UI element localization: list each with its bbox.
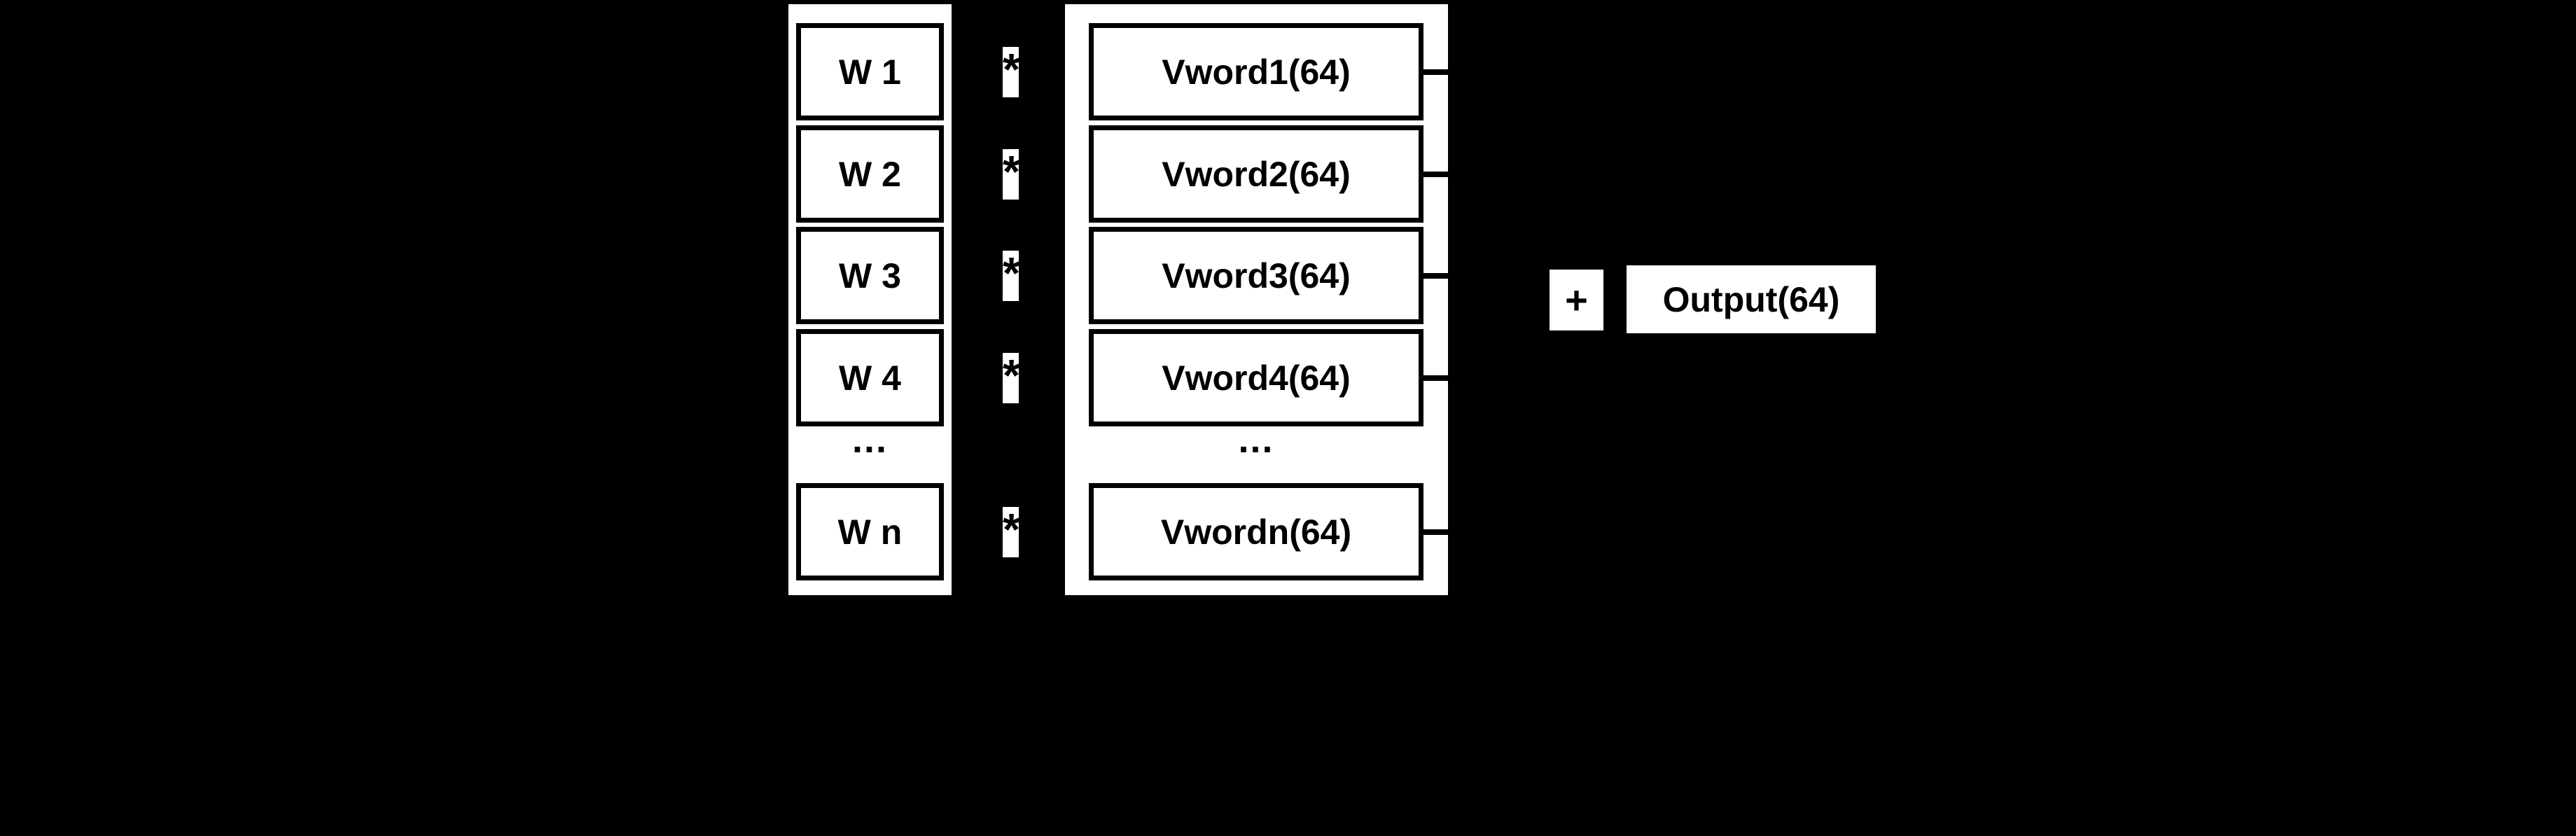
output-box: Output(64) [1627,265,1876,333]
vectors-column: Vword1(64) Vword2(64) Vword3(64) Vword4(… [1065,4,1448,595]
weight-box-3: W 3 [796,227,944,324]
sum-icon: + [1550,270,1603,330]
connector-stub [1423,273,1448,279]
multiply-icon: * [1003,507,1019,557]
weights-column: W 1 W 2 W 3 W 4 ... W n [788,4,952,595]
vector-box-1: Vword1(64) [1089,23,1423,120]
vector-box-3: Vword3(64) [1089,227,1423,324]
vector-box-n: Vwordn(64) [1089,483,1423,580]
weight-box-1: W 1 [796,23,944,120]
weight-box-2: W 2 [796,125,944,223]
multiply-icon: * [1003,251,1019,301]
multiply-icon: * [1003,353,1019,403]
weight-box-4: W 4 [796,329,944,426]
weight-box-n: W n [796,483,944,580]
vector-box-2: Vword2(64) [1089,125,1423,223]
connector-stub [1423,529,1448,535]
vector-box-4: Vword4(64) [1089,329,1423,426]
multiply-icon: * [1003,47,1019,97]
weights-ellipsis: ... [851,419,888,461]
multiply-icon: * [1003,149,1019,200]
connector-stub [1423,375,1448,381]
connector-stub [1423,69,1448,75]
connector-stub [1423,172,1448,177]
vectors-ellipsis: ... [1238,419,1274,461]
